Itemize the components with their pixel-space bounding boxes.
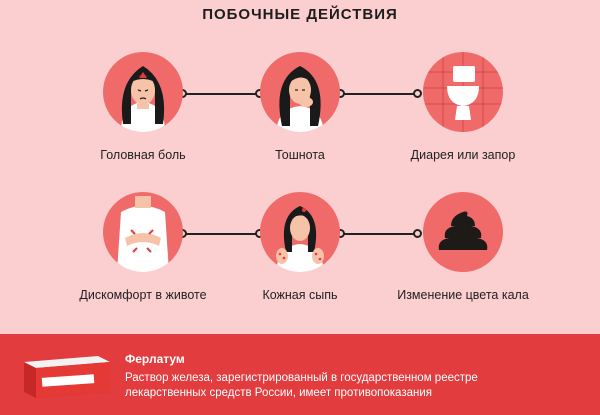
connector-dot — [413, 89, 422, 98]
effect-label: Дискомфорт в животе — [79, 288, 207, 302]
effect-skin-rash: Кожная сыпь — [210, 192, 390, 302]
effect-label: Диарея или запор — [410, 148, 516, 162]
stool-icon — [423, 192, 503, 272]
effect-headache: Головная боль — [53, 52, 233, 162]
connector-line — [182, 93, 260, 95]
product-name: Ферлатум — [125, 352, 185, 366]
effect-label: Головная боль — [100, 148, 186, 162]
connector-line — [340, 93, 418, 95]
skin-rash-woman-icon — [260, 192, 340, 272]
stomach-pain-icon — [103, 192, 183, 272]
effect-label: Изменение цвета кала — [397, 288, 529, 302]
connector-line — [340, 233, 418, 235]
effect-diarrhea: Диарея или запор — [373, 52, 553, 162]
effects-row-2: Дискомфорт в животе Кожная сыпь — [0, 192, 600, 312]
product-footer: Ферлатум Раствор железа, зарегистрирован… — [0, 334, 600, 415]
effect-nausea: Тошнота — [210, 52, 390, 162]
toilet-icon — [423, 52, 503, 132]
connector-line — [182, 233, 260, 235]
product-box-image — [18, 352, 114, 398]
effect-stool-color: Изменение цвета кала — [373, 192, 553, 302]
effect-stomach-discomfort: Дискомфорт в животе — [53, 192, 233, 302]
page-title: ПОБОЧНЫЕ ДЕЙСТВИЯ — [202, 6, 398, 23]
nausea-woman-icon — [260, 52, 340, 132]
connector-dot — [413, 229, 422, 238]
headache-woman-icon — [103, 52, 183, 132]
product-description: Раствор железа, зарегистрированный в гос… — [125, 372, 478, 399]
effects-row-1: Головная боль Тошнота — [0, 52, 600, 172]
effect-label: Тошнота — [275, 148, 325, 162]
effect-label: Кожная сыпь — [262, 288, 338, 302]
